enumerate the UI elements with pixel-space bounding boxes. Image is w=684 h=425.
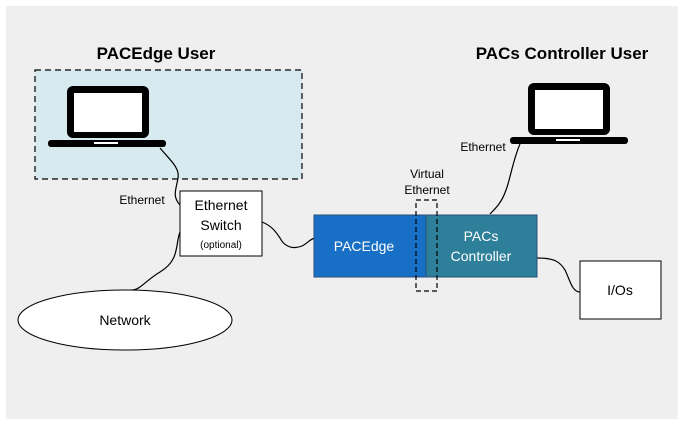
diagram-background: [6, 6, 678, 419]
cables: [131, 143, 581, 293]
network-label: Network: [99, 312, 151, 328]
ios-label: I/Os: [607, 282, 633, 298]
ios-box: [579, 260, 662, 320]
io-cable: [536, 257, 581, 293]
pacedge-user-title: PACEdge User: [97, 44, 216, 63]
pacs-controller-user-title: PACs Controller User: [476, 44, 649, 63]
ethernet-cable-laptop-to-controller: [489, 143, 521, 215]
pacs-controller-block: [425, 214, 538, 278]
pacs-controller-label-line1: PACs: [464, 228, 499, 244]
ethernet-cable-laptop-to-switch: [159, 147, 181, 206]
ethernet-cable-switch-to-pacedge: [261, 221, 316, 249]
pacs-controller-label-line2: Controller: [451, 248, 512, 264]
network-ellipse: [17, 289, 233, 351]
ethernet-label-left: Ethernet: [119, 193, 165, 207]
ethernet-switch-label-line2: Switch: [200, 217, 241, 233]
ethernet-switch-optional-label: (optional): [200, 240, 242, 251]
ethernet-switch-box: [179, 190, 263, 257]
virtual-ethernet-box: [415, 199, 438, 292]
pacedge-block: [313, 214, 427, 278]
network-cable: [131, 231, 181, 291]
ethernet-switch-label-line1: Ethernet: [195, 197, 248, 213]
laptop-icon: [510, 83, 628, 144]
pacedge-label: PACEdge: [334, 238, 395, 254]
laptop-icon: [48, 86, 166, 147]
virtual-ethernet-label-line2: Ethernet: [404, 183, 450, 197]
ethernet-label-top: Ethernet: [460, 140, 506, 154]
virtual-ethernet-label-line1: Virtual: [410, 167, 444, 181]
